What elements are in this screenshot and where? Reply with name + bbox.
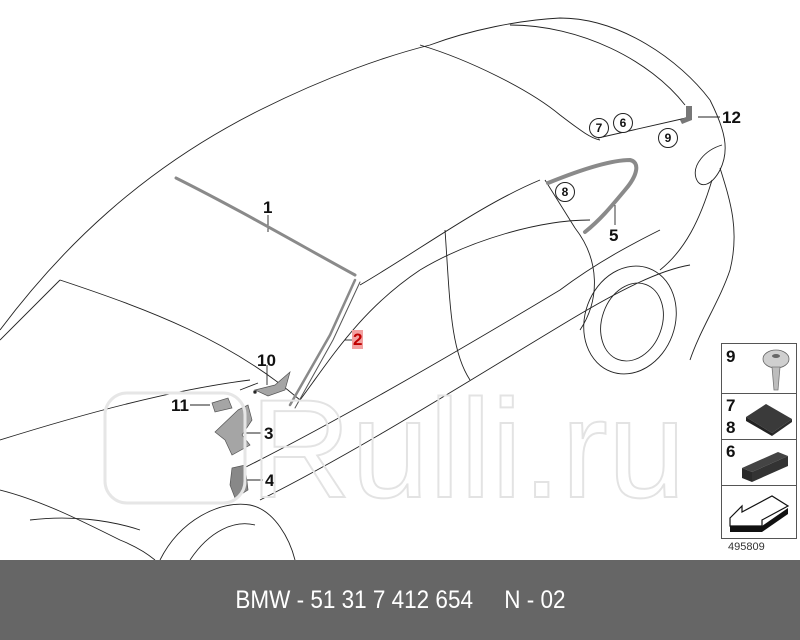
footer-bar: BMW - 51 31 7 412 654 N - 02 bbox=[0, 560, 800, 640]
callout-12[interactable]: 12 bbox=[722, 108, 741, 127]
part-number-text: BMW - 51 31 7 412 654 N - 02 bbox=[234, 585, 566, 614]
bar-block-icon bbox=[742, 452, 788, 482]
legend-label-8: 8 bbox=[726, 418, 736, 437]
pad-block-icon bbox=[746, 404, 792, 436]
diagram-image-code: 495809 bbox=[728, 541, 765, 553]
legend-label-7: 7 bbox=[726, 396, 736, 415]
circled-ref-7[interactable]: 7 bbox=[589, 118, 609, 138]
callout-2[interactable]: 2 bbox=[352, 330, 364, 349]
circled-ref-9[interactable]: 9 bbox=[658, 128, 678, 148]
callout-10[interactable]: 10 bbox=[257, 351, 276, 370]
callout-4[interactable]: 4 bbox=[265, 471, 275, 490]
legend-cell-bar[interactable]: 6 bbox=[721, 439, 797, 487]
legend-label-6: 6 bbox=[726, 442, 736, 461]
arrow-symbol-icon bbox=[729, 495, 790, 532]
screw-icon bbox=[762, 349, 790, 391]
car-parts-diagram bbox=[0, 17, 735, 560]
legend-label-9: 9 bbox=[726, 347, 736, 366]
circled-ref-6[interactable]: 6 bbox=[613, 113, 633, 133]
callout-5[interactable]: 5 bbox=[609, 226, 619, 245]
callout-11[interactable]: 11 bbox=[171, 396, 189, 415]
circled-ref-8[interactable]: 8 bbox=[555, 182, 575, 202]
legend-cell-screw[interactable]: 9 bbox=[721, 343, 797, 395]
legend-cell-pad[interactable]: 7 8 bbox=[721, 393, 797, 441]
parts-legend: 9 7 8 6 bbox=[721, 343, 797, 539]
callout-3[interactable]: 3 bbox=[264, 424, 274, 443]
legend-cell-arrow[interactable] bbox=[721, 485, 797, 539]
callout-2-highlight: 2 bbox=[352, 330, 364, 349]
callout-1[interactable]: 1 bbox=[263, 198, 273, 217]
